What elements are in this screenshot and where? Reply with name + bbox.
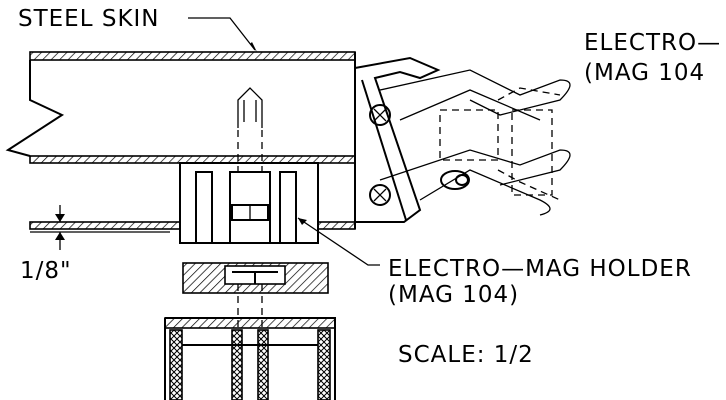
electro-mag-top-label-line2: (MAG 104 xyxy=(584,60,705,86)
scale-label: SCALE: 1/2 xyxy=(398,342,534,368)
steel-skin-tube xyxy=(5,51,356,230)
magnet-assembly xyxy=(354,56,571,223)
holder-body xyxy=(179,87,319,244)
lower-holder xyxy=(164,262,336,400)
holder-label-line2: (MAG 104) xyxy=(388,282,519,308)
electro-mag-top-label-line1: ELECTRO— xyxy=(584,30,721,56)
leader-lines xyxy=(188,17,380,266)
dimension-marker xyxy=(30,205,170,250)
dimension-label: 1/8" xyxy=(20,258,72,284)
steel-skin-label: STEEL SKIN xyxy=(18,6,160,32)
holder-label-line1: ELECTRO—MAG HOLDER xyxy=(388,256,692,282)
